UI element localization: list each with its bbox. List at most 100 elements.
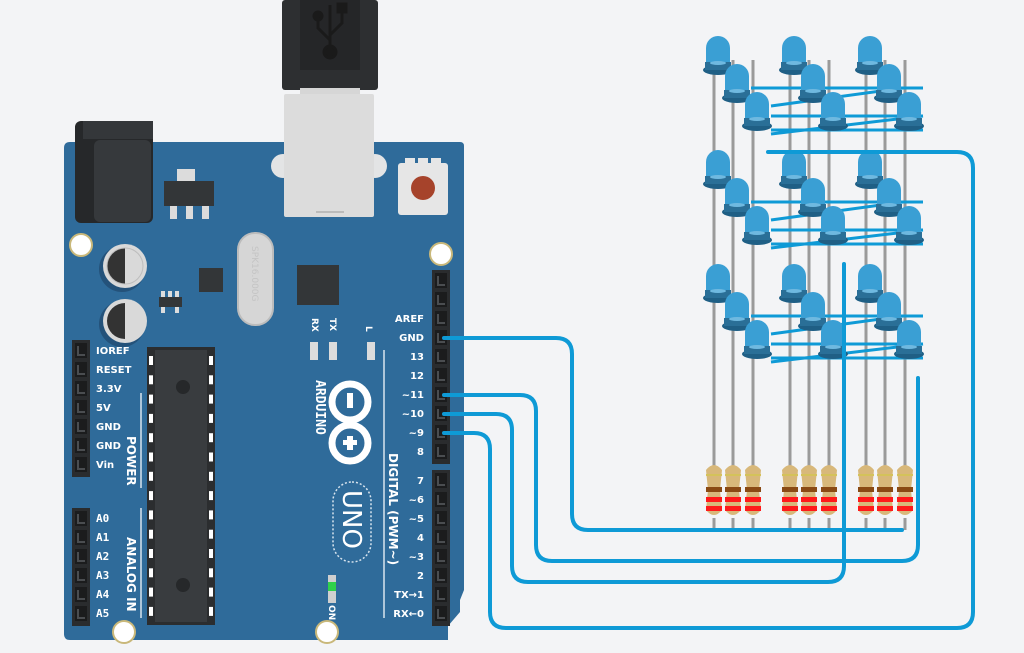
voltage-regulator — [164, 169, 214, 219]
led[interactable] — [742, 92, 772, 131]
led[interactable] — [742, 320, 772, 359]
pin-label: ~3 — [409, 552, 424, 563]
digital-header-title: DIGITAL (PWM~) — [386, 453, 400, 565]
wires[interactable] — [442, 150, 975, 630]
power-jack — [75, 121, 153, 223]
led[interactable] — [818, 206, 848, 245]
pin-label: ~10 — [402, 409, 424, 420]
pin-label: RX←0 — [393, 609, 424, 620]
led[interactable] — [894, 206, 924, 245]
pin-label: 5V — [96, 403, 111, 414]
led[interactable] — [798, 64, 828, 103]
resistor[interactable] — [821, 465, 837, 530]
power-header-title: POWER — [124, 436, 138, 486]
led[interactable] — [818, 92, 848, 131]
pin-label: 12 — [410, 371, 424, 382]
led[interactable] — [855, 264, 885, 303]
pin-label: 13 — [410, 352, 424, 363]
led[interactable] — [722, 178, 752, 217]
pin-label: TX→1 — [394, 590, 424, 601]
mounting-hole — [69, 233, 93, 257]
led[interactable] — [703, 150, 733, 189]
rx-label: RX — [309, 318, 319, 332]
pin-label: A1 — [96, 531, 110, 544]
leds — [703, 36, 924, 359]
resistor[interactable] — [706, 465, 722, 530]
led[interactable] — [722, 292, 752, 331]
led[interactable] — [855, 150, 885, 189]
transistor — [159, 291, 182, 313]
pin-label: A2 — [96, 550, 109, 563]
pin-label: Vin — [96, 460, 114, 471]
led[interactable] — [874, 64, 904, 103]
pin-label: GND — [96, 422, 121, 433]
led[interactable] — [798, 292, 828, 331]
resistor[interactable] — [745, 465, 761, 530]
crystal-label: SPK16.000G — [249, 246, 259, 302]
led[interactable] — [818, 320, 848, 359]
resistor[interactable] — [858, 465, 874, 530]
pin-label: A4 — [96, 588, 110, 601]
pin-label: 3.3V — [96, 384, 122, 395]
pin-label: GND — [399, 333, 424, 344]
pin-label: ~6 — [409, 495, 424, 506]
led[interactable] — [779, 36, 809, 75]
resistor[interactable] — [782, 465, 798, 530]
resistor[interactable] — [801, 465, 817, 530]
mounting-hole — [315, 620, 339, 644]
usb-chip — [297, 265, 339, 305]
led-cube[interactable] — [703, 36, 924, 530]
led[interactable] — [798, 178, 828, 217]
atmega-chip — [147, 347, 215, 625]
power-header: IOREF RESET 3.3V 5V GND GND Vin — [72, 340, 132, 477]
wire-pin-9[interactable] — [442, 150, 975, 630]
led[interactable] — [894, 320, 924, 359]
led[interactable] — [779, 150, 809, 189]
power-led — [328, 582, 336, 591]
pin-label: ~9 — [409, 428, 424, 439]
reset-button[interactable] — [398, 158, 448, 215]
pin-label: 2 — [417, 571, 424, 582]
led[interactable] — [779, 264, 809, 303]
led[interactable] — [855, 36, 885, 75]
wire-pin-10[interactable] — [442, 262, 846, 584]
pin-label: A3 — [96, 569, 109, 582]
uno-badge: UNO — [332, 481, 372, 563]
led[interactable] — [703, 36, 733, 75]
led[interactable] — [742, 206, 772, 245]
model-label: UNO — [336, 490, 366, 549]
pin-label: ~5 — [409, 514, 424, 525]
pin-label: RESET — [96, 365, 132, 376]
resistor[interactable] — [725, 465, 741, 530]
led[interactable] — [874, 292, 904, 331]
capacitor — [99, 244, 147, 292]
l-led — [367, 342, 375, 360]
pin-label: IOREF — [96, 346, 130, 357]
tx-label: TX — [327, 318, 337, 331]
arduino-board[interactable]: SPK16.000G RX TX L ARDUINO UNO — [64, 94, 464, 644]
pin-label: 8 — [417, 447, 424, 458]
l-label: L — [363, 326, 373, 332]
resistor[interactable] — [877, 465, 893, 530]
pin-label: AREF — [395, 314, 424, 325]
chip — [199, 268, 223, 292]
pin-label: ~11 — [402, 390, 424, 401]
led[interactable] — [894, 92, 924, 131]
pin-label: GND — [96, 441, 121, 452]
pin-label: A0 — [96, 512, 109, 525]
rx-led — [310, 342, 318, 360]
wire-pin-11[interactable] — [442, 376, 920, 563]
digital-header-upper: AREF GND 13 12 ~11 ~10 ~9 8 — [395, 270, 450, 464]
resistor[interactable] — [897, 465, 913, 530]
wire-gnd[interactable] — [442, 336, 904, 532]
led[interactable] — [874, 178, 904, 217]
mounting-hole — [429, 242, 453, 266]
led[interactable] — [722, 64, 752, 103]
led[interactable] — [703, 264, 733, 303]
capacitor — [99, 299, 147, 347]
usb-cable[interactable] — [282, 0, 378, 96]
mounting-hole — [112, 620, 136, 644]
